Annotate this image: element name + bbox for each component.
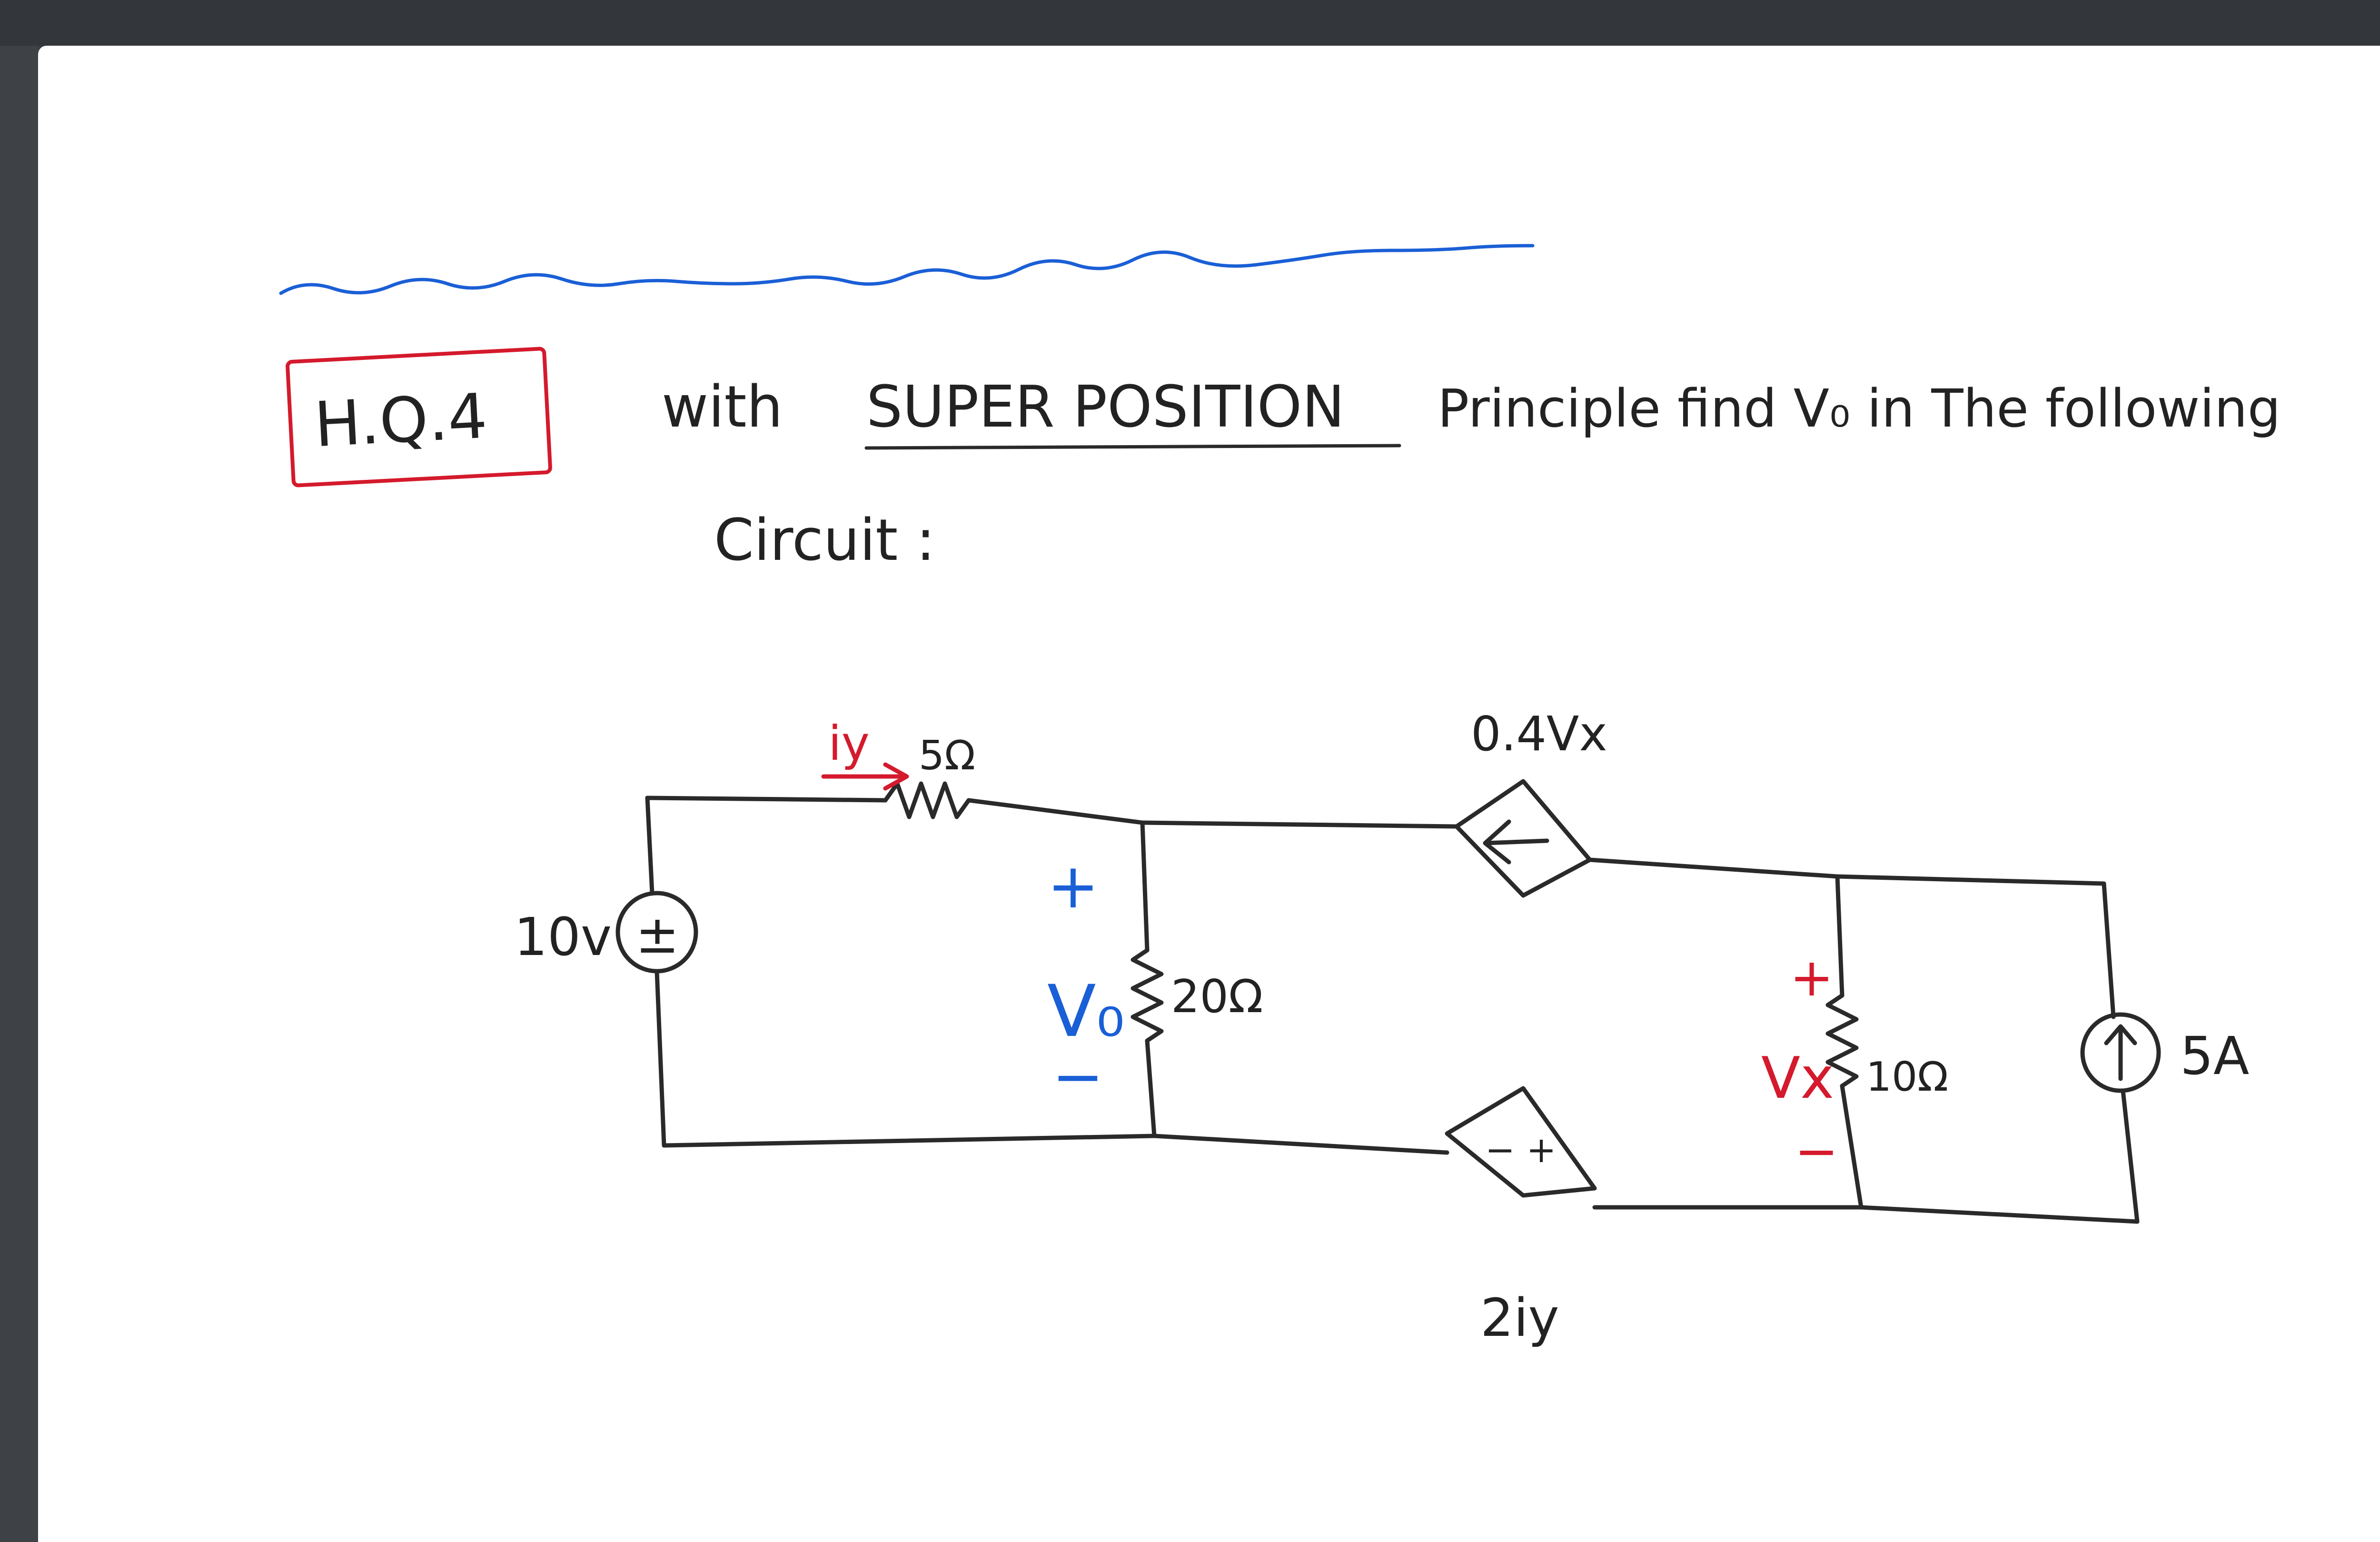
dep-current-label: 0.4Vx <box>1471 706 1607 762</box>
statement-prefix: with <box>662 374 783 440</box>
emphasis-underline <box>864 444 1401 450</box>
dep-voltage-symbol: − + <box>1485 1129 1557 1171</box>
current-source-label: 5A <box>2180 1025 2249 1086</box>
voltage-source-label: 10v <box>514 906 612 967</box>
wire-right-lower <box>2121 1088 2140 1224</box>
statement-line2: Circuit : <box>714 507 935 574</box>
wire-r3-lower <box>1840 1084 1864 1210</box>
resistor-10ohm <box>1825 993 1859 1088</box>
wire-left-lower <box>654 969 666 1148</box>
vo-minus: − <box>1052 1040 1104 1113</box>
dependent-voltage-source <box>1445 1086 1597 1198</box>
wire-top-right <box>1587 857 2106 886</box>
wire-bottom-right <box>1592 1205 2140 1224</box>
statement-emphasis: SUPER POSITION <box>866 374 1345 440</box>
vx-plus: + <box>1790 947 1834 1008</box>
wire-bottom-left <box>662 1134 1157 1148</box>
r2-label: 20Ω <box>1171 971 1263 1023</box>
window-top-bar <box>0 0 2380 46</box>
current-arrow-iy <box>821 762 909 791</box>
wire-mid-upper <box>1140 820 1150 953</box>
statement-suffix: Principle find V₀ in The following <box>1438 378 2281 439</box>
dep-voltage-label: 2iy <box>1480 1287 1559 1348</box>
vx-minus: − <box>1795 1121 1838 1182</box>
window-left-bar <box>0 46 38 1542</box>
current-source-circle <box>2080 1012 2161 1093</box>
wire-top-left <box>645 796 888 803</box>
handwritten-sheet: H.Q.4 with SUPER POSITION Principle find… <box>279 244 2281 1348</box>
resistor-20ohm <box>1130 948 1164 1043</box>
wire-mid-lower <box>1145 1038 1157 1138</box>
wire-top-mid <box>966 798 1145 825</box>
wavy-underline-decoration <box>279 244 1535 295</box>
r1-label: 5Ω <box>919 732 975 779</box>
wire-top-to-depcs <box>1140 820 1459 829</box>
wire-left-upper <box>645 796 654 895</box>
r3-label: 10Ω <box>1866 1054 1948 1101</box>
problem-tag-box <box>286 347 552 487</box>
vo-plus: + <box>1047 850 1099 922</box>
vo-label: V₀ <box>1047 970 1125 1053</box>
voltage-source-symbol: ± <box>635 904 679 965</box>
dependent-current-source <box>1454 779 1592 898</box>
wire-bottom-to-depvs <box>1152 1134 1449 1155</box>
problem-tag: H.Q.4 <box>313 380 489 461</box>
resistor-5ohm <box>883 781 971 819</box>
vx-label: Vx <box>1761 1045 1834 1112</box>
worksheet-page: H.Q.4 with SUPER POSITION Principle find… <box>38 46 2380 1542</box>
wire-r3-upper <box>1835 874 1844 998</box>
current-label-iy: iy <box>828 716 870 771</box>
current-source-arrow <box>2104 1024 2137 1081</box>
dep-current-arrow <box>1483 819 1549 865</box>
wire-right-upper <box>2102 881 2116 1019</box>
